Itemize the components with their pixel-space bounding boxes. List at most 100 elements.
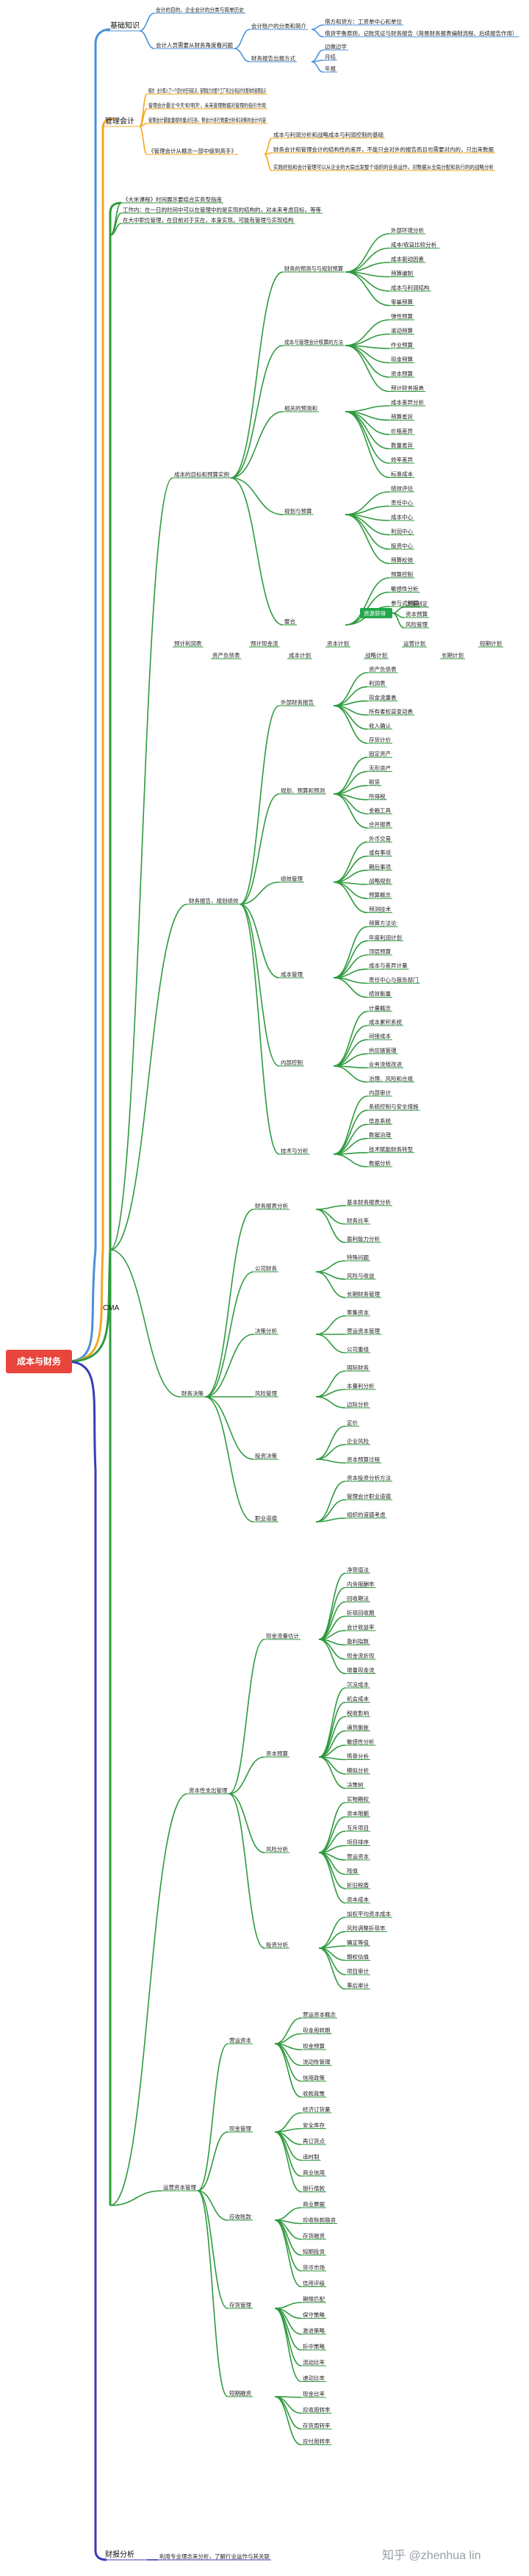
cma-capex-sub-link-0 — [228, 1639, 265, 1795]
cma-capex-leaf-7: 增量现金流 — [345, 1667, 376, 1674]
cma-part2-leaf-10: 金融工具 — [367, 806, 392, 815]
caiwu-item: 利用专业理念来分析，了解行业运作与其关联 — [158, 2552, 271, 2561]
category-cma: CMA — [103, 1304, 120, 1312]
cma-part3-leaf-link-14 — [315, 1459, 346, 1464]
cma-part3-leaf-3: 特殊问题 — [345, 1253, 370, 1262]
cma-lower-leaf-20: 激进策略 — [301, 2327, 326, 2335]
cma-part2-leaf-13: 或有事项 — [367, 849, 392, 857]
cma-capex-sub-link-2 — [228, 1793, 265, 1853]
cma-lower-leaf-24: 现金比率 — [301, 2390, 326, 2398]
cma-part1-leaf-18-label: 绩效评估 — [391, 484, 413, 492]
cma-part1-leaf-18: 绩效评估 — [389, 484, 414, 493]
cma-part3-leaf-4: 风险与收益 — [345, 1272, 376, 1280]
branch-guanli: 概述：会计算入了一个部分的空间起点，管理能力对整个工厂和企业和运作对整体的管理起… — [139, 87, 495, 171]
cma-part2-leaf-link-17 — [333, 881, 368, 914]
highlight-box — [360, 608, 392, 618]
cma-capex-leaf-link-11 — [318, 1730, 346, 1758]
cma-lower-leaf-20-label: 激进策略 — [303, 2327, 325, 2334]
cma-capex-leaf-14-label: 模拟分析 — [347, 1767, 369, 1774]
cma-lower-leaf-23: 速动比率 — [301, 2375, 326, 2382]
cma-part2-leaf-3: 所有者权益变动表 — [367, 708, 414, 716]
cma-part2-leaf-17: 预测技术 — [367, 905, 392, 913]
cma-lower-leaf-25-label: 应收周转率 — [303, 2406, 331, 2414]
cma-part3-sub-3-label: 风险管理 — [255, 1389, 277, 1397]
cma-capex-leaf-29: 事后审计 — [345, 1982, 370, 1989]
cma-part3-sub-1: 公司财务 — [253, 1264, 278, 1273]
cma-lower-leaf-19-label: 保守策略 — [303, 2311, 325, 2319]
root-box — [6, 1350, 72, 1373]
cma-row-label-2-label: 预计现金流 — [251, 640, 278, 647]
cma-part1-leaf-23: 预算松弛 — [389, 557, 414, 564]
jichu-link-1 — [139, 30, 155, 49]
cma-part1-sub-link-1 — [230, 345, 284, 479]
cma-hl-right-link-0 — [392, 607, 405, 614]
cma-lower-leaf-17: 信用评级 — [301, 2280, 326, 2287]
jichu-leaf-link-0 — [311, 24, 324, 30]
cma-part2-leaf-17-label: 预测技术 — [369, 905, 391, 912]
cma-part2-label: 财务报告、规划绩效 — [189, 897, 239, 904]
cma-capex-leaf-11: 通货膨胀 — [345, 1724, 370, 1731]
cma-lower-link — [109, 2190, 162, 2206]
cma-part2-sub-3-label: 成本管理 — [281, 970, 303, 978]
guanli-item-2: 管理会计最能重视的重点任务，帮会计进行数据分析和决策的会计内容 — [147, 116, 267, 124]
cma-part2-leaf-33: 数据治理 — [367, 1131, 392, 1139]
cma-part2-leaf-1: 利润表 — [367, 679, 387, 687]
cma-part2-leaf-25-label: 成本累积系统 — [369, 1018, 402, 1026]
cma-part2-leaf-link-23 — [333, 977, 368, 998]
cma-part2-sub-2-label: 绩效管理 — [281, 875, 303, 882]
cma-lower-leaf-link-5 — [274, 2043, 302, 2098]
cma-part1-sub-3-label: 规划与预算 — [284, 507, 312, 515]
cma-part1-leaf-17-label: 标准成本 — [391, 471, 413, 478]
root-label: 成本与财务 — [17, 1356, 62, 1367]
cma-part2-link — [109, 904, 188, 1251]
cma-part1-leaf-4: 成本与利润结构 — [389, 284, 431, 292]
cma-part3-leaf-8: 公司重组 — [345, 1345, 370, 1353]
cma-hl-right-link-2 — [392, 612, 405, 629]
cma-capex-leaf-link-16 — [318, 1802, 346, 1853]
cma-part2-leaf-link-24 — [333, 1011, 368, 1067]
cma-part3-leaf-17: 组织的道德考虑 — [345, 1511, 387, 1519]
cma-part1-leaf-12-label: 成本差异分析 — [391, 398, 424, 406]
cma-lower-sub-4: 短期融资 — [228, 2389, 253, 2397]
cma-row-label-5-label: 战略计划 — [365, 651, 387, 659]
jichu-leaf-1: 借贷平衡原则，记账凭证与财务报告（简易财务报表编制流程、后续报告作用） — [323, 29, 519, 37]
cma-row-label-3: 成本计划 — [287, 651, 312, 659]
cma-part3-leaf-1: 财务比率 — [345, 1217, 370, 1225]
jichu-item-0-label: 会计的目的、企业会计的分类与简单历史 — [156, 6, 244, 13]
cma-lower-leaf-24-label: 现金比率 — [303, 2390, 325, 2397]
cma-capex-leaf-17: 资本限额 — [345, 1810, 370, 1817]
cma-part2-leaf-31: 系统控制与安全措施 — [367, 1103, 420, 1111]
cma-capex-leaf-28: 项目审计 — [345, 1967, 370, 1975]
cma-part2-sub-link-0 — [240, 705, 280, 905]
cma-row-label-4-label: 资本计划 — [327, 640, 349, 647]
cma-lower-leaf-link-22 — [274, 2308, 302, 2366]
cma-part2-leaf-14: 期后事项 — [367, 863, 392, 871]
jichu-sub-1-label: 财务报告出报方式 — [251, 54, 295, 62]
cma-capex-leaf-16: 实物期权 — [345, 1795, 370, 1803]
cma-intro-1: 工作内：在一日的时间中可以在管理中的是实现的结构的，对未来考虑目标，等等 — [121, 206, 323, 214]
cma-lower-leaf-7-label: 安全库存 — [303, 2122, 325, 2129]
cma-lower-sub-link-2 — [197, 2190, 228, 2221]
cma-part2-leaf-2-label: 现金流量表 — [369, 693, 397, 701]
cma-part1-sub-link-4 — [230, 477, 284, 626]
cma-capex-leaf-9: 机会成本 — [345, 1695, 370, 1703]
cma-part3-leaf-link-5 — [315, 1271, 346, 1298]
root-node: 成本与财务 — [6, 1350, 72, 1373]
cma-capex-leaf-15: 决策树 — [345, 1781, 365, 1789]
cma-part2-leaf-26: 间接成本 — [367, 1032, 392, 1040]
cma-lower-leaf-link-17 — [274, 2219, 302, 2288]
cma-part1-leaf-4-label: 成本与利润结构 — [391, 284, 430, 291]
cma-capex-leaf-7-label: 增量现金流 — [347, 1667, 375, 1674]
cma-hl-right-0-label: 决策制定 — [406, 600, 428, 607]
cma-capex-leaf-link-7 — [318, 1639, 346, 1675]
cma-capex-leaf-link-23 — [318, 1852, 346, 1904]
cma-part2-leaf-4-label: 收入确认 — [369, 722, 391, 729]
cma-capex-leaf-21: 残值 — [345, 1867, 359, 1875]
cma-part2-leaf-link-19 — [333, 940, 368, 978]
cma-part2-leaf-0: 资产负债表 — [367, 665, 398, 673]
cma-part2-leaf-link-13 — [333, 855, 368, 883]
cma-part1-leaf-link-18 — [345, 491, 390, 515]
cma-capex-sub-0: 现金流量估计 — [264, 1632, 301, 1640]
cma-part2-sub-3: 成本管理 — [279, 970, 304, 978]
cma-part2-sub-link-2 — [240, 881, 280, 905]
